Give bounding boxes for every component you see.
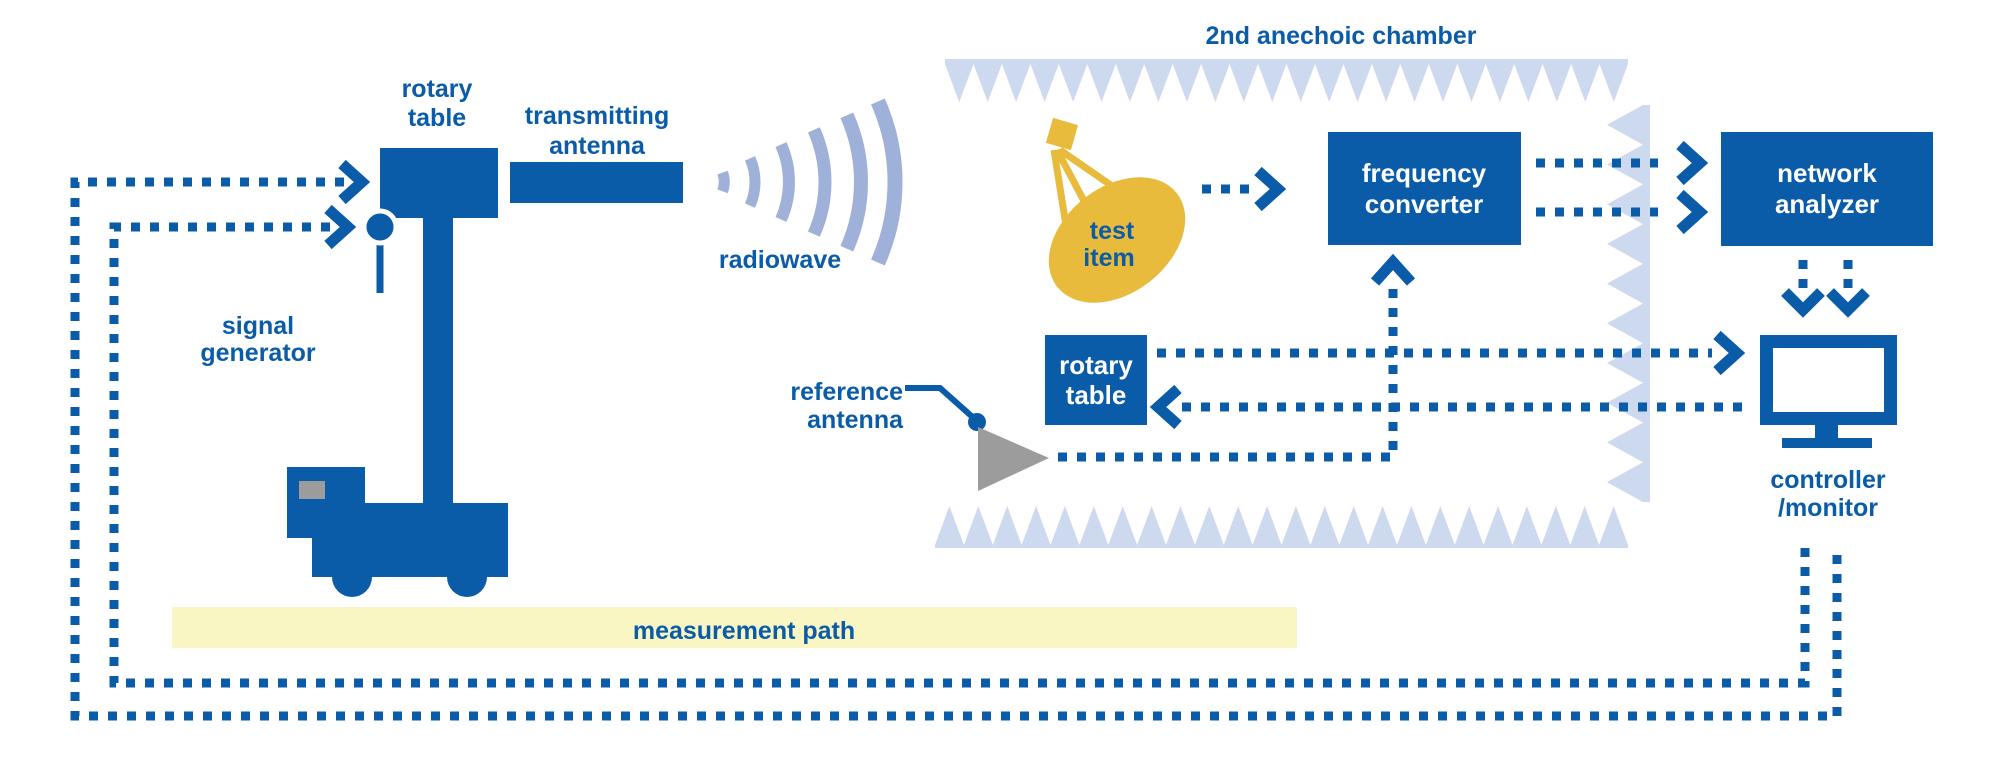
reference-antenna-horn (978, 427, 1049, 491)
signal-generator-icon (361, 208, 399, 293)
transmitting-antenna-label-line2: antenna (549, 132, 646, 160)
rotary-table-right-box (1045, 335, 1147, 425)
signal-generator-label-line2: generator (200, 339, 316, 367)
monitor-screen (1760, 335, 1897, 425)
monitor-neck (1815, 425, 1838, 439)
reference-antenna-label-line2: antenna (807, 406, 904, 434)
chamber-top-wall (945, 59, 1628, 102)
truck-window (299, 481, 325, 499)
reference-antenna-icon (905, 385, 1049, 491)
frequency-converter-label-line1: frequency (1362, 158, 1487, 188)
arrowhead-into-analyzer-2 (1676, 189, 1709, 235)
arrowhead-into-signal-generator (324, 204, 357, 250)
rotary-table-left-label-line2: table (408, 104, 466, 132)
arrowhead-up-into-converter (1370, 253, 1416, 286)
truck-wheel-right (447, 557, 487, 597)
chamber-bottom-wall (935, 506, 1628, 548)
signal-generator-stem (376, 243, 384, 293)
truck-wheel-left (332, 557, 372, 597)
controller-monitor-label-line2: /monitor (1778, 494, 1878, 522)
frequency-converter-box (1328, 132, 1521, 245)
arrowhead-into-analyzer-1 (1676, 140, 1709, 186)
chamber-title: 2nd anechoic chamber (1206, 22, 1477, 50)
mast (423, 203, 453, 510)
frequency-converter-label-line2: converter (1365, 189, 1484, 219)
reference-antenna-dot (968, 413, 986, 431)
control-loop-inner-line (109, 222, 1810, 688)
network-analyzer-box (1721, 132, 1933, 246)
controller-monitor-icon (1760, 335, 1897, 448)
control-loop-outer-line (70, 177, 1842, 721)
network-analyzer-label-line2: analyzer (1775, 189, 1879, 219)
radiowave-label: radiowave (719, 246, 841, 274)
test-item-label-line1: test (1090, 217, 1135, 245)
arrowhead-into-rotary-left (338, 159, 371, 205)
antenna-mast-truck (287, 203, 508, 597)
reference-antenna-label-line1: reference (790, 378, 903, 406)
arrowhead-into-rotary-right (1149, 384, 1182, 430)
dish-feed (1045, 117, 1079, 151)
rotary-table-left-block (380, 148, 498, 218)
test-item-label-line2: item (1083, 244, 1134, 272)
reference-antenna-leader (905, 385, 979, 424)
signal-generator-dot (361, 208, 399, 246)
arrowhead-down-into-monitor-1 (1781, 288, 1825, 318)
rotary-table-right-label-line2: table (1066, 380, 1127, 410)
monitor-base (1782, 438, 1872, 448)
controller-monitor-label-line1: controller (1770, 466, 1886, 494)
measurement-path-band (172, 607, 1297, 648)
network-analyzer-label-line1: network (1777, 158, 1877, 188)
rotary-table-left-label-line1: rotary (402, 75, 473, 103)
signal-generator-label-line1: signal (222, 312, 294, 340)
test-item-icon (1045, 117, 1186, 303)
arrowhead-into-converter (1254, 166, 1287, 212)
dish-reflector (1048, 177, 1186, 303)
radiowave-icon (717, 98, 903, 266)
measurement-path-label: measurement path (633, 617, 855, 645)
arrowhead-into-monitor (1713, 330, 1746, 376)
transmitting-antenna-label-line1: transmitting (525, 102, 669, 130)
arrowhead-down-into-monitor-2 (1826, 288, 1870, 318)
rotary-table-right-label-line1: rotary (1059, 350, 1133, 380)
transmitting-antenna-bar (510, 162, 683, 203)
